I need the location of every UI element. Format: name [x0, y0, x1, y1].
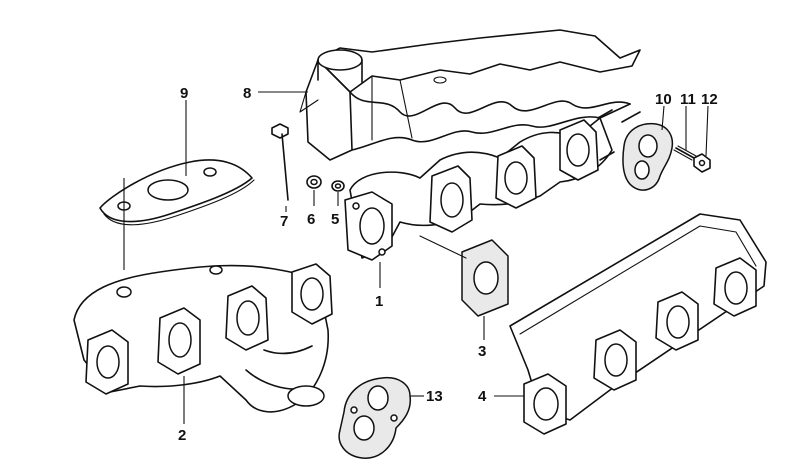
callout-9: 9 [180, 85, 188, 102]
part-10-gasket [622, 122, 674, 191]
part-6-washer [306, 175, 322, 189]
callout-1: 1 [375, 293, 383, 310]
part-1-exhaust-manifold [344, 109, 641, 261]
callout-12: 12 [701, 91, 718, 108]
callout-6: 6 [307, 211, 315, 228]
callout-4: 4 [478, 388, 487, 405]
callout-11: 11 [680, 91, 696, 108]
callout-2: 2 [178, 427, 186, 444]
callout-3: 3 [478, 343, 486, 360]
part-2-exhaust-manifold [73, 263, 333, 413]
part-4-heat-shield [509, 213, 767, 435]
callout-10: 10 [655, 91, 672, 108]
callout-7: 7 [280, 213, 288, 230]
part-13-gasket [338, 376, 412, 459]
part-5-washer [331, 180, 345, 192]
callout-5: 5 [331, 211, 339, 228]
part-7-bolt [271, 123, 289, 201]
part-3-gasket [419, 235, 509, 317]
part-12-nut [693, 153, 711, 173]
part-8-heat-shield [299, 29, 641, 161]
leader-lines [183, 91, 709, 424]
part-9-heat-plate [99, 159, 255, 270]
part-11-stud [673, 145, 697, 161]
callout-8: 8 [243, 85, 251, 102]
callout-13: 13 [426, 388, 443, 405]
